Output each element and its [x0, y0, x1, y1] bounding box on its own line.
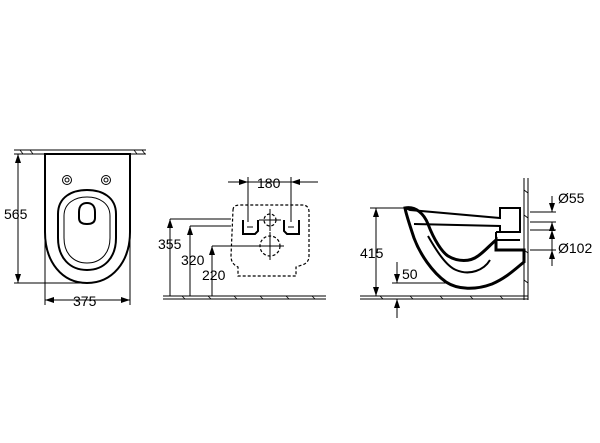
- pipe-small-label: Ø55: [558, 190, 585, 206]
- pipe-large-label: Ø102: [558, 240, 592, 256]
- side-height-dimension: [370, 207, 404, 296]
- back-dimension-320: [187, 225, 231, 296]
- side-floor-offset-label: 50: [402, 266, 418, 282]
- back-dashed-outline: [230, 204, 310, 277]
- front-width-label: 375: [73, 293, 97, 309]
- side-outlet: [495, 231, 520, 241]
- side-view: Ø55 Ø102 415 50: [360, 178, 592, 318]
- bowl-outline: [44, 153, 131, 285]
- front-height-label: 565: [4, 206, 28, 222]
- pipe-large-dimension: [530, 229, 556, 266]
- left-fixing-plate: [242, 220, 259, 235]
- seat-opening: [57, 188, 117, 272]
- seat-inner: [63, 196, 111, 264]
- front-height-dimension: [14, 153, 85, 284]
- right-fixing-plate: [283, 220, 300, 235]
- side-trap: [427, 235, 491, 274]
- flush-hole: [78, 201, 96, 226]
- side-floor-line: [360, 295, 528, 300]
- back-view: 180: [158, 175, 326, 300]
- back-spacing-dimension: [228, 177, 318, 222]
- back-inlet: [259, 209, 281, 231]
- side-floor-offset-dimension: [392, 262, 450, 318]
- back-floor-line: [163, 295, 326, 300]
- side-height-label: 415: [360, 245, 384, 261]
- back-dimension-320-label: 320: [181, 252, 205, 268]
- back-dimension-355-label: 355: [158, 236, 182, 252]
- back-spacing-label: 180: [257, 175, 281, 191]
- side-bowl-rim: [404, 207, 521, 233]
- front-view: 565 375: [4, 149, 146, 309]
- side-bowl-body: [403, 206, 526, 290]
- back-dimension-220: [209, 245, 262, 296]
- pipe-small-dimension: [530, 196, 556, 236]
- fixing-hole-right: [101, 175, 111, 185]
- back-dimension-220-label: 220: [202, 267, 226, 283]
- fixing-hole-left: [62, 175, 72, 185]
- back-dimension-355: [167, 218, 231, 296]
- front-width-dimension: [44, 234, 131, 305]
- side-wall: [523, 178, 529, 300]
